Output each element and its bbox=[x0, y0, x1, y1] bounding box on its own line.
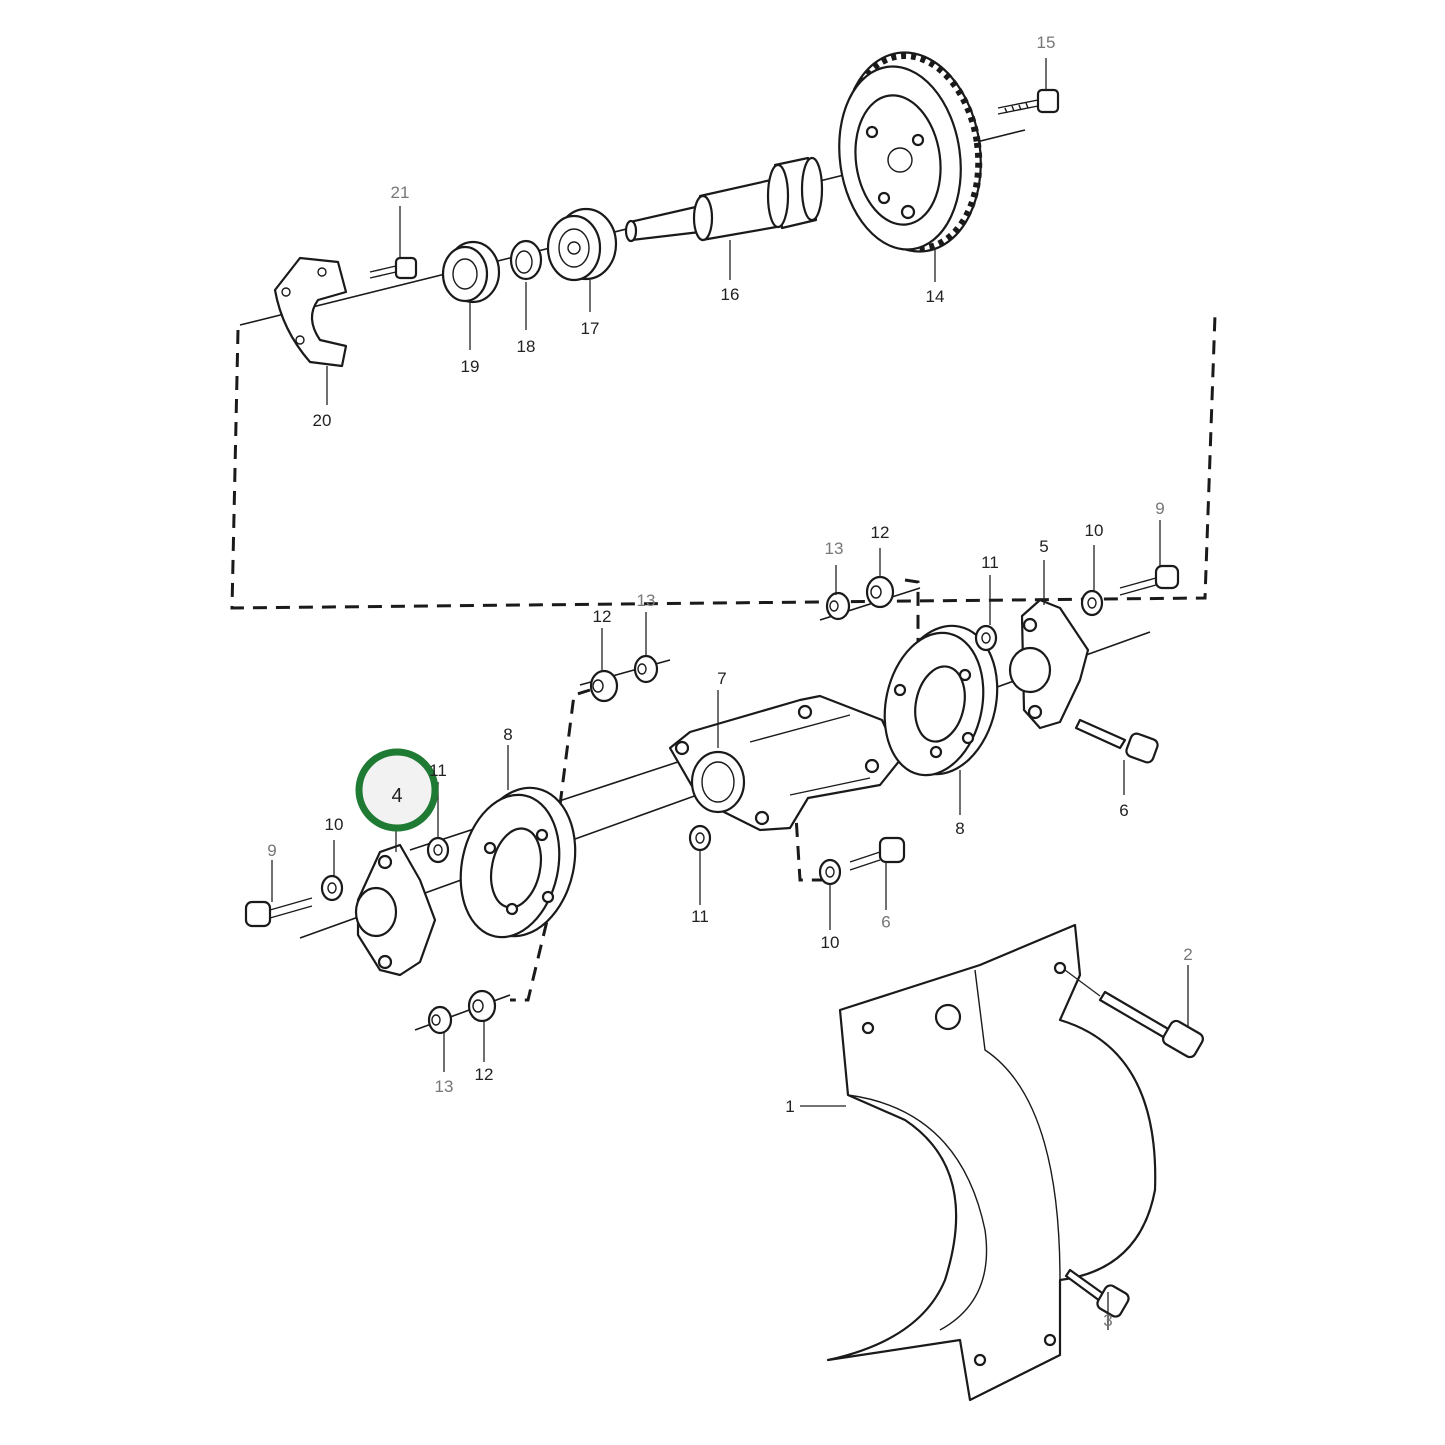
part-10-washer-left[interactable] bbox=[320, 874, 344, 902]
callout-10-mid: 10 bbox=[821, 933, 840, 952]
leader-lines bbox=[271, 58, 1189, 1330]
callout-12-mid: 12 bbox=[593, 607, 612, 626]
callout-20: 20 bbox=[313, 411, 332, 430]
part-18-spacer[interactable] bbox=[509, 239, 543, 281]
part-9-bolt-left[interactable] bbox=[244, 897, 313, 928]
callout-14: 14 bbox=[926, 287, 945, 306]
part-11-washer-left[interactable] bbox=[426, 836, 450, 864]
part-12-nut-upper[interactable] bbox=[589, 669, 619, 703]
dashed-connector-mid bbox=[558, 688, 591, 806]
part-19-bearing[interactable] bbox=[441, 240, 501, 304]
part-12-nut-lower[interactable] bbox=[467, 989, 497, 1023]
part-8-flange-right[interactable] bbox=[872, 616, 1010, 785]
callout-9-left: 9 bbox=[267, 841, 276, 860]
callout-18: 18 bbox=[517, 337, 536, 356]
part-11-washer-mid[interactable] bbox=[688, 824, 712, 852]
callout-13-top: 13 bbox=[825, 539, 844, 558]
callout-16: 16 bbox=[721, 285, 740, 304]
highlight-label: 4 bbox=[391, 785, 402, 807]
callout-21: 21 bbox=[391, 183, 410, 202]
callout-17: 17 bbox=[581, 319, 600, 338]
callout-7: 7 bbox=[717, 669, 726, 688]
part-13-nut-upper[interactable] bbox=[633, 654, 659, 684]
callout-10-top: 10 bbox=[1085, 521, 1104, 540]
callout-6: 6 bbox=[1119, 801, 1128, 820]
part-4-bearing-housing[interactable] bbox=[354, 843, 437, 977]
callout-8-right: 8 bbox=[955, 819, 964, 838]
callout-8-left: 8 bbox=[503, 725, 512, 744]
callout-12-bottom: 12 bbox=[475, 1065, 494, 1084]
part-15-bolt[interactable] bbox=[997, 88, 1060, 115]
dashed-connector-left bbox=[510, 899, 554, 1002]
part-17-bearing[interactable] bbox=[546, 207, 618, 282]
callout-3: 3 bbox=[1103, 1311, 1112, 1330]
callout-12-top: 12 bbox=[871, 523, 890, 542]
part-2-bolt[interactable] bbox=[1064, 969, 1205, 1059]
callout-13-mid: 13 bbox=[637, 591, 656, 610]
callout-15: 15 bbox=[1037, 33, 1056, 52]
callout-9-mid: 9 bbox=[881, 912, 890, 931]
dashed-connector-bottom bbox=[793, 799, 822, 882]
part-13-nut-lower[interactable] bbox=[427, 1005, 453, 1035]
part-8-flange-left[interactable] bbox=[448, 778, 588, 947]
part-13-nut-top-right[interactable] bbox=[825, 591, 851, 621]
callout-11-top: 11 bbox=[981, 553, 999, 572]
part-6-bolt[interactable] bbox=[1074, 718, 1159, 764]
callout-19: 19 bbox=[461, 357, 480, 376]
callout-11-mid: 11 bbox=[691, 907, 709, 926]
callout-2: 2 bbox=[1183, 945, 1192, 964]
part-5-bearing-housing[interactable] bbox=[1008, 598, 1090, 730]
callout-11-left: 11 bbox=[429, 761, 447, 780]
part-9-bolt-right[interactable] bbox=[1119, 564, 1180, 596]
callout-9-top: 9 bbox=[1155, 499, 1164, 518]
callout-5: 5 bbox=[1039, 537, 1048, 556]
callout-labels: 15 21 16 14 17 18 19 20 13 12 11 5 10 9 … bbox=[267, 33, 1192, 1330]
dashed-assembly-frame bbox=[230, 314, 1217, 610]
dashed-connector-top-right bbox=[904, 578, 936, 670]
part-1-cover[interactable] bbox=[826, 923, 1157, 1402]
highlight-callout-4[interactable]: 4 bbox=[355, 748, 439, 832]
part-14-pulley[interactable] bbox=[828, 44, 993, 261]
part-16-shaft[interactable] bbox=[624, 156, 824, 243]
callout-13-bottom: 13 bbox=[435, 1077, 454, 1096]
part-7-housing[interactable] bbox=[668, 694, 902, 832]
callout-1: 1 bbox=[785, 1097, 794, 1116]
part-21-bolt[interactable] bbox=[369, 256, 418, 280]
part-3-bolt[interactable] bbox=[1064, 1268, 1131, 1319]
callout-10-left: 10 bbox=[325, 815, 344, 834]
part-10-washer-mid[interactable] bbox=[818, 858, 842, 886]
part-10-washer-right[interactable] bbox=[1080, 589, 1104, 617]
part-12-nut-top-right[interactable] bbox=[865, 575, 895, 609]
part-20-bracket[interactable] bbox=[273, 256, 348, 368]
part-9-bolt-lower[interactable] bbox=[849, 836, 906, 871]
part-11-washer-right[interactable] bbox=[974, 624, 998, 652]
